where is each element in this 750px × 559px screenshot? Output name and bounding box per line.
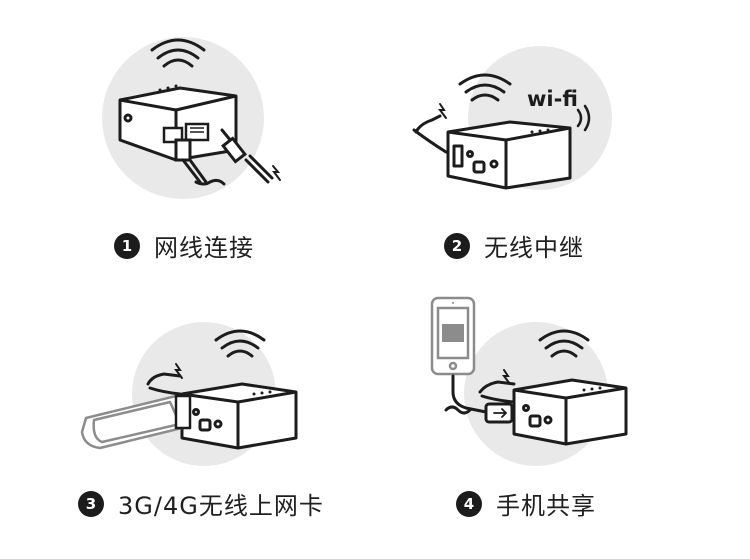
caption-label: 无线中继 [484, 234, 584, 262]
router-device [446, 120, 572, 190]
wifi-signal-icon [150, 38, 206, 68]
wifi-signal-icon [538, 329, 590, 358]
power-cable-icon [478, 369, 516, 404]
wifi-signal-icon [458, 73, 512, 102]
power-cable-icon [412, 103, 448, 154]
router-device [512, 378, 628, 446]
caption-usb-modem: 3 3G/4G无线上网卡 [78, 486, 324, 521]
caption-ethernet: 1 网线连接 [114, 228, 254, 263]
panel-phone-sharing [430, 296, 628, 466]
wifi-logo-waves-icon [576, 104, 591, 132]
panel-usb-modem [80, 322, 298, 466]
caption-label: 网线连接 [154, 234, 254, 262]
caption-phone-sharing: 4 手机共享 [456, 486, 596, 521]
caption-label: 手机共享 [496, 492, 596, 520]
router-device [180, 382, 298, 450]
power-cable-icon [220, 128, 281, 184]
caption-label: 3G/4G无线上网卡 [118, 492, 324, 520]
panel-repeater: wi-fi [412, 46, 612, 190]
smartphone-icon [430, 296, 476, 376]
caption-repeater: 2 无线中继 [444, 228, 584, 263]
wifi-signal-icon [214, 329, 266, 358]
ethernet-cable-icon [174, 138, 226, 186]
step-number-badge: 3 [78, 490, 104, 517]
step-number-badge: 2 [444, 232, 470, 259]
router-device [118, 84, 238, 162]
usb-cable-icon [444, 374, 514, 424]
usb-modem-icon [80, 394, 192, 450]
step-number-badge: 4 [456, 490, 482, 517]
step-number-badge: 1 [114, 232, 140, 259]
power-cable-icon [146, 363, 183, 396]
ethernet-port-icon [162, 122, 210, 144]
wifi-logo-text: wi-fi [527, 87, 578, 111]
panel-ethernet [102, 37, 281, 199]
